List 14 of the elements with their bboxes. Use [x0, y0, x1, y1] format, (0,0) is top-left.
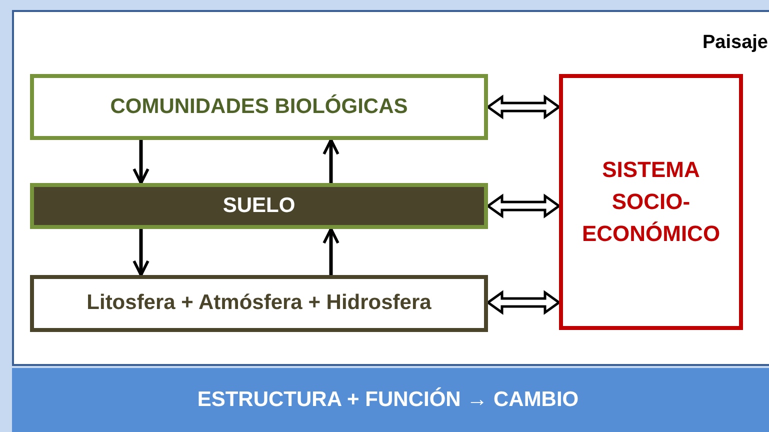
double-arrow [486, 194, 562, 218]
process-box: Litosfera + Atmósfera + Hidrosfera [30, 275, 488, 332]
arrow [132, 229, 150, 276]
landscape-panel [12, 10, 769, 366]
arrow [322, 138, 340, 183]
footer-band: ESTRUCTURA + FUNCIÓN → CAMBIO [12, 368, 769, 432]
double-arrow [486, 94, 562, 120]
process-box: COMUNIDADES BIOLÓGICAS [30, 74, 488, 140]
double-arrow [486, 290, 562, 315]
arrow [322, 228, 340, 275]
system-box: SISTEMA SOCIO- ECONÓMICO [559, 74, 743, 330]
panel-heading: Paisaje [702, 32, 768, 54]
arrow [132, 140, 150, 184]
process-box: SUELO [30, 183, 488, 229]
